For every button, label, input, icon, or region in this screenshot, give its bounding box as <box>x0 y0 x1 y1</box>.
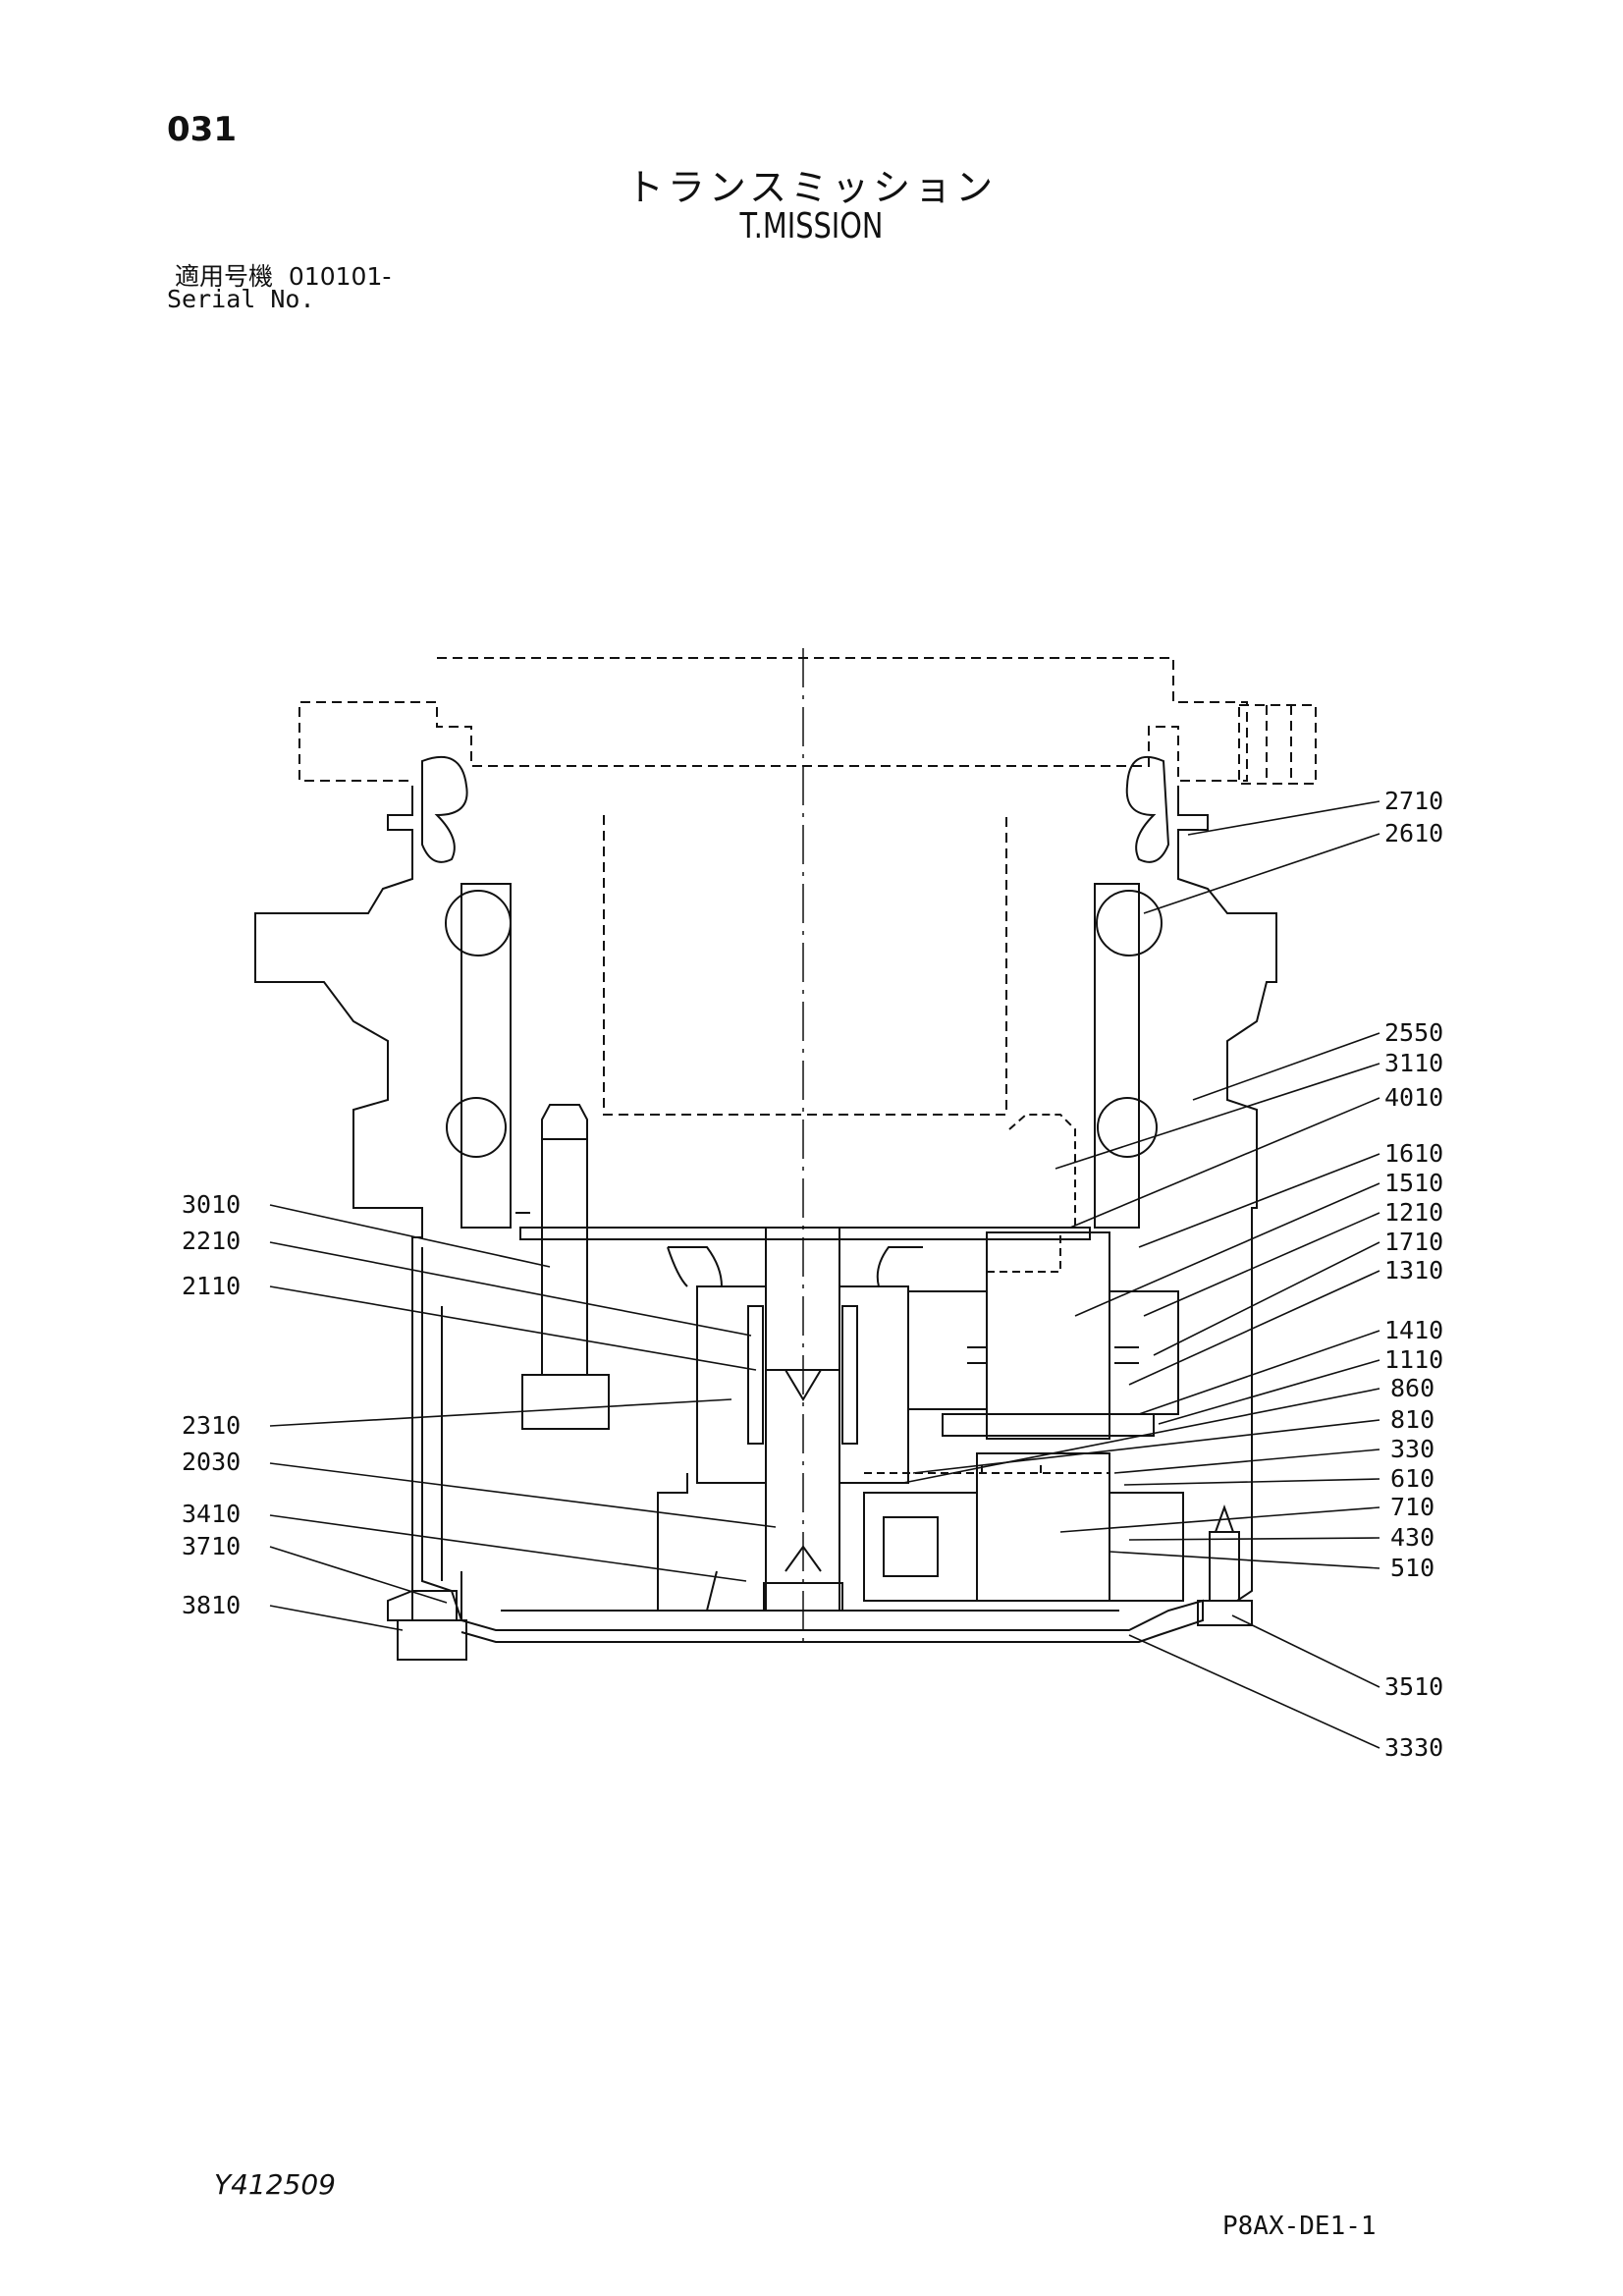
left-upper-bearing-ball <box>445 890 512 957</box>
callout-3330: 3330 <box>1384 1733 1443 1762</box>
center-plug <box>763 1582 843 1612</box>
callout-710: 710 <box>1390 1493 1434 1521</box>
callout-2710: 2710 <box>1384 787 1443 815</box>
page-title-jp: トランスミッション <box>625 166 998 209</box>
serial-line-jp: 適用号機 010101- <box>175 257 391 293</box>
callout-1210: 1210 <box>1384 1198 1443 1227</box>
planet-carrier-1510 <box>986 1231 1110 1440</box>
callout-2210: 2210 <box>182 1227 241 1255</box>
callout-1310: 1310 <box>1384 1256 1443 1285</box>
page-number: 031 <box>167 110 237 149</box>
callout-330: 330 <box>1390 1435 1434 1463</box>
upper-right-block <box>1238 704 1317 785</box>
right-bearing-column <box>1094 883 1140 1229</box>
right-upper-bearing-ball <box>1096 890 1163 957</box>
bolt-head-3010 <box>521 1374 610 1430</box>
housing-right <box>1177 786 1277 1602</box>
callout-1110: 1110 <box>1384 1345 1443 1374</box>
document-id: Y412509 <box>214 2168 336 2201</box>
callout-4010: 4010 <box>1384 1083 1443 1112</box>
callout-1710: 1710 <box>1384 1228 1443 1256</box>
callout-2030: 2030 <box>182 1448 241 1476</box>
upper-housing-phantom <box>298 657 1248 782</box>
lower-housing-step <box>657 1473 718 1612</box>
callout-2610: 2610 <box>1384 819 1443 847</box>
callout-2110: 2110 <box>182 1272 241 1300</box>
callout-3510: 3510 <box>1384 1672 1443 1701</box>
callout-1510: 1510 <box>1384 1169 1443 1197</box>
right-seal <box>1125 756 1170 863</box>
bottom-cover-3330 <box>460 1599 1204 1643</box>
callout-3410: 3410 <box>182 1500 241 1528</box>
carrier-top-plate <box>519 1227 1091 1240</box>
callout-2550: 2550 <box>1384 1018 1443 1047</box>
callout-3710: 3710 <box>182 1532 241 1560</box>
callout-3810: 3810 <box>182 1591 241 1619</box>
serial-value: 010101- <box>288 262 392 291</box>
right-lower-bearing-ball <box>1097 1097 1158 1158</box>
leader-lines <box>269 800 1380 1749</box>
callout-3010: 3010 <box>182 1190 241 1219</box>
planet-gear-right-upper <box>839 1285 909 1484</box>
callout-1410: 1410 <box>1384 1316 1443 1344</box>
left-callout-labels: 3010 2210 2110 2310 2030 3410 3710 3810 <box>182 1190 241 1619</box>
callout-510: 510 <box>1390 1554 1434 1582</box>
housing-left <box>254 786 462 1621</box>
serial-label-jp: 適用号機 <box>175 262 274 291</box>
left-seal <box>421 756 468 863</box>
left-lower-bearing-ball <box>446 1097 507 1158</box>
callout-860: 860 <box>1390 1374 1434 1402</box>
callout-810: 810 <box>1390 1405 1434 1434</box>
planet-carrier-710 <box>976 1452 1110 1602</box>
right-callout-labels: 2710 2610 2550 3110 4010 1610 1510 1210 … <box>1384 787 1443 1762</box>
drain-plug-3810 <box>397 1619 467 1661</box>
callout-3110: 3110 <box>1384 1049 1443 1077</box>
left-bearing-column <box>460 883 512 1229</box>
callout-430: 430 <box>1390 1523 1434 1552</box>
planet-gear-left-upper <box>696 1285 767 1484</box>
drawing-code: P8AX-DE1-1 <box>1222 2212 1377 2241</box>
serial-label-en: Serial No. <box>167 285 315 313</box>
page-title-en: T.MISSION <box>739 206 884 246</box>
pin-4010-phantom <box>1008 1114 1076 1228</box>
callout-2310: 2310 <box>182 1411 241 1440</box>
callout-1610: 1610 <box>1384 1139 1443 1168</box>
pinion-shaft-phantom <box>603 815 1007 1116</box>
callout-610: 610 <box>1390 1464 1434 1493</box>
bolt-3510 <box>1209 1531 1240 1602</box>
